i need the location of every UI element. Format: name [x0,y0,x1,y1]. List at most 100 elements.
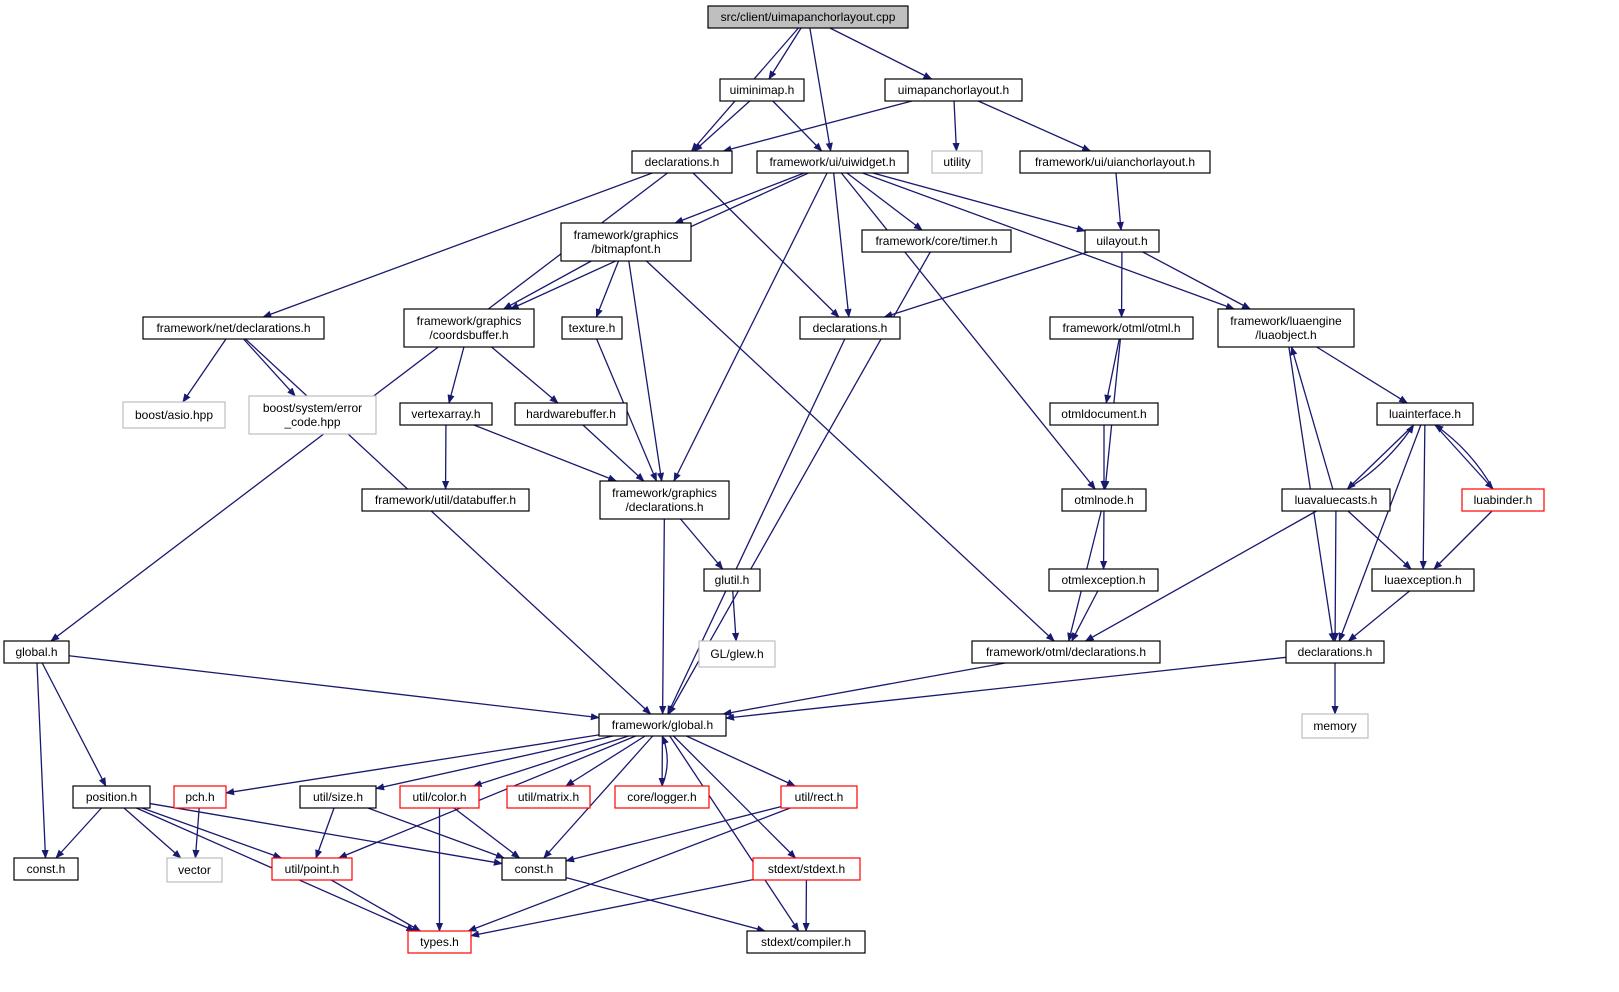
node-label-uiwidget: framework/ui/uiwidget.h [769,155,895,169]
node-label-const_b: const.h [515,862,554,876]
edge-root-to-uiminimap [768,27,802,80]
edge-uilayout-to-luaobject [1142,251,1251,310]
node-vector[interactable]: vector [166,857,223,883]
node-box-otmldocument [1049,402,1159,426]
node-box-types [407,930,472,954]
node-box-uimapanchorlayout [884,78,1023,102]
edge-rect-to-types [467,807,791,932]
edge-fw_global-to-rect [686,735,796,787]
node-label-stdext: stdext/stdext.h [768,862,845,876]
node-luainterface[interactable]: luainterface.h [1376,402,1474,426]
node-luaobject[interactable]: framework/luaengine/luaobject.h [1217,308,1355,348]
node-label-hardwarebuffer: hardwarebuffer.h [526,407,616,421]
node-const_a[interactable]: const.h [13,857,79,881]
node-otmlnode[interactable]: otmlnode.h [1061,488,1147,512]
node-net_decl[interactable]: framework/net/declarations.h [142,316,325,340]
node-box-otml_decl [971,640,1161,664]
edge-luabinder-to-luaexception [1433,510,1493,570]
edge-net_decl-to-fw_global [244,338,652,715]
node-label-uianchorlayout: framework/ui/uianchorlayout.h [1035,155,1195,169]
node-root[interactable]: src/client/uimapanchorlayout.cpp [707,5,909,29]
node-glew[interactable]: GL/glew.h [698,640,776,668]
node-otml[interactable]: framework/otml/otml.h [1049,316,1194,340]
node-pch[interactable]: pch.h [173,785,227,809]
edge-luavaluecasts-to-otml_decl [1084,510,1317,642]
edge-glutil-to-glew [731,590,740,642]
node-uiminimap[interactable]: uiminimap.h [719,78,805,102]
node-uimapanchorlayout[interactable]: uimapanchorlayout.h [884,78,1023,102]
edge-luainterface-to-lua_decl [1338,424,1422,642]
edge-luavaluecasts-to-luaobject [1290,346,1334,490]
node-uiwidget[interactable]: framework/ui/uiwidget.h [756,150,909,174]
node-box-boost_error [248,395,377,435]
node-label-root: src/client/uimapanchorlayout.cpp [721,10,896,24]
edge-net_decl-to-boost_error [243,338,296,397]
node-glutil[interactable]: glutil.h [703,568,761,592]
node-vertexarray[interactable]: vertexarray.h [399,402,493,426]
node-box-texture [561,316,623,340]
node-label-luaobject: /luaobject.h [1255,328,1316,342]
node-box-global_h [3,640,70,664]
node-fw_global[interactable]: framework/global.h [598,713,727,737]
node-timer[interactable]: framework/core/timer.h [861,229,1012,253]
node-coordsbuffer[interactable]: framework/graphics/coordsbuffer.h [403,308,535,348]
node-size[interactable]: util/size.h [299,785,377,809]
edge-luavaluecasts-to-luainterface [1347,424,1415,490]
node-logger[interactable]: core/logger.h [614,785,710,809]
node-memory[interactable]: memory [1301,713,1369,739]
node-stdext[interactable]: stdext/stdext.h [752,857,861,881]
node-point[interactable]: util/point.h [271,857,353,881]
node-label-vector: vector [178,863,211,877]
node-label-uiminimap: uiminimap.h [730,83,795,97]
node-luavaluecasts[interactable]: luavaluecasts.h [1281,488,1391,512]
edge-uianchorlayout-to-uilayout [1115,172,1124,231]
edge-const_b-to-compiler [565,876,766,933]
node-label-global_h: global.h [15,645,57,659]
node-label-compiler: stdext/compiler.h [761,935,851,949]
node-boost_error[interactable]: boost/system/error_code.hpp [248,395,377,435]
node-const_b[interactable]: const.h [501,857,567,881]
edge-lua_decl-to-fw_global [725,656,1287,721]
node-uianchorlayout[interactable]: framework/ui/uianchorlayout.h [1019,150,1211,174]
node-bitmapfont[interactable]: framework/graphics/bitmapfont.h [560,222,692,262]
node-uilayout[interactable]: uilayout.h [1084,229,1160,253]
node-label-position: position.h [86,790,137,804]
node-position[interactable]: position.h [72,785,151,809]
node-databuffer[interactable]: framework/util/databuffer.h [361,488,530,512]
edge-bitmapfont-to-coordsbuffer [502,260,592,310]
node-graphics_decl[interactable]: framework/graphics/declarations.h [599,480,730,520]
node-lua_decl[interactable]: declarations.h [1285,640,1385,664]
node-compiler[interactable]: stdext/compiler.h [746,930,866,954]
node-box-vector [166,857,223,883]
node-luabinder[interactable]: luabinder.h [1461,488,1545,512]
node-color[interactable]: util/color.h [399,785,480,809]
node-matrix[interactable]: util/matrix.h [506,785,591,809]
edge-uiwidget-to-otmlnode [840,172,1096,490]
node-otmlexception[interactable]: otmlexception.h [1048,568,1159,592]
node-label-const_a: const.h [27,862,66,876]
edge-uiwidget-to-graphics_decl [673,172,828,482]
node-box-graphics_decl [599,480,730,520]
node-box-const_b [501,857,567,881]
node-luaexception[interactable]: luaexception.h [1371,568,1475,592]
node-box-point [271,857,353,881]
node-rect[interactable]: util/rect.h [780,785,858,809]
node-types[interactable]: types.h [407,930,472,954]
node-label-luainterface: luainterface.h [1389,407,1461,421]
node-decl_ui[interactable]: declarations.h [799,316,901,340]
node-utility[interactable]: utility [931,150,983,174]
edge-point-to-types [330,879,422,932]
node-boost_asio[interactable]: boost/asio.hpp [122,401,226,429]
node-box-boost_asio [122,401,226,429]
edge-otml_decl-to-fw_global [722,662,1006,717]
node-decl_client[interactable]: declarations.h [631,150,733,174]
node-label-decl_client: declarations.h [645,155,720,169]
node-global_h[interactable]: global.h [3,640,70,664]
node-otmldocument[interactable]: otmldocument.h [1049,402,1159,426]
node-box-matrix [506,785,591,809]
node-otml_decl[interactable]: framework/otml/declarations.h [971,640,1161,664]
node-layer: src/client/uimapanchorlayout.cpp uiminima… [3,5,1545,954]
edge-position-to-const_b [149,802,503,866]
node-texture[interactable]: texture.h [561,316,623,340]
node-hardwarebuffer[interactable]: hardwarebuffer.h [514,402,628,426]
